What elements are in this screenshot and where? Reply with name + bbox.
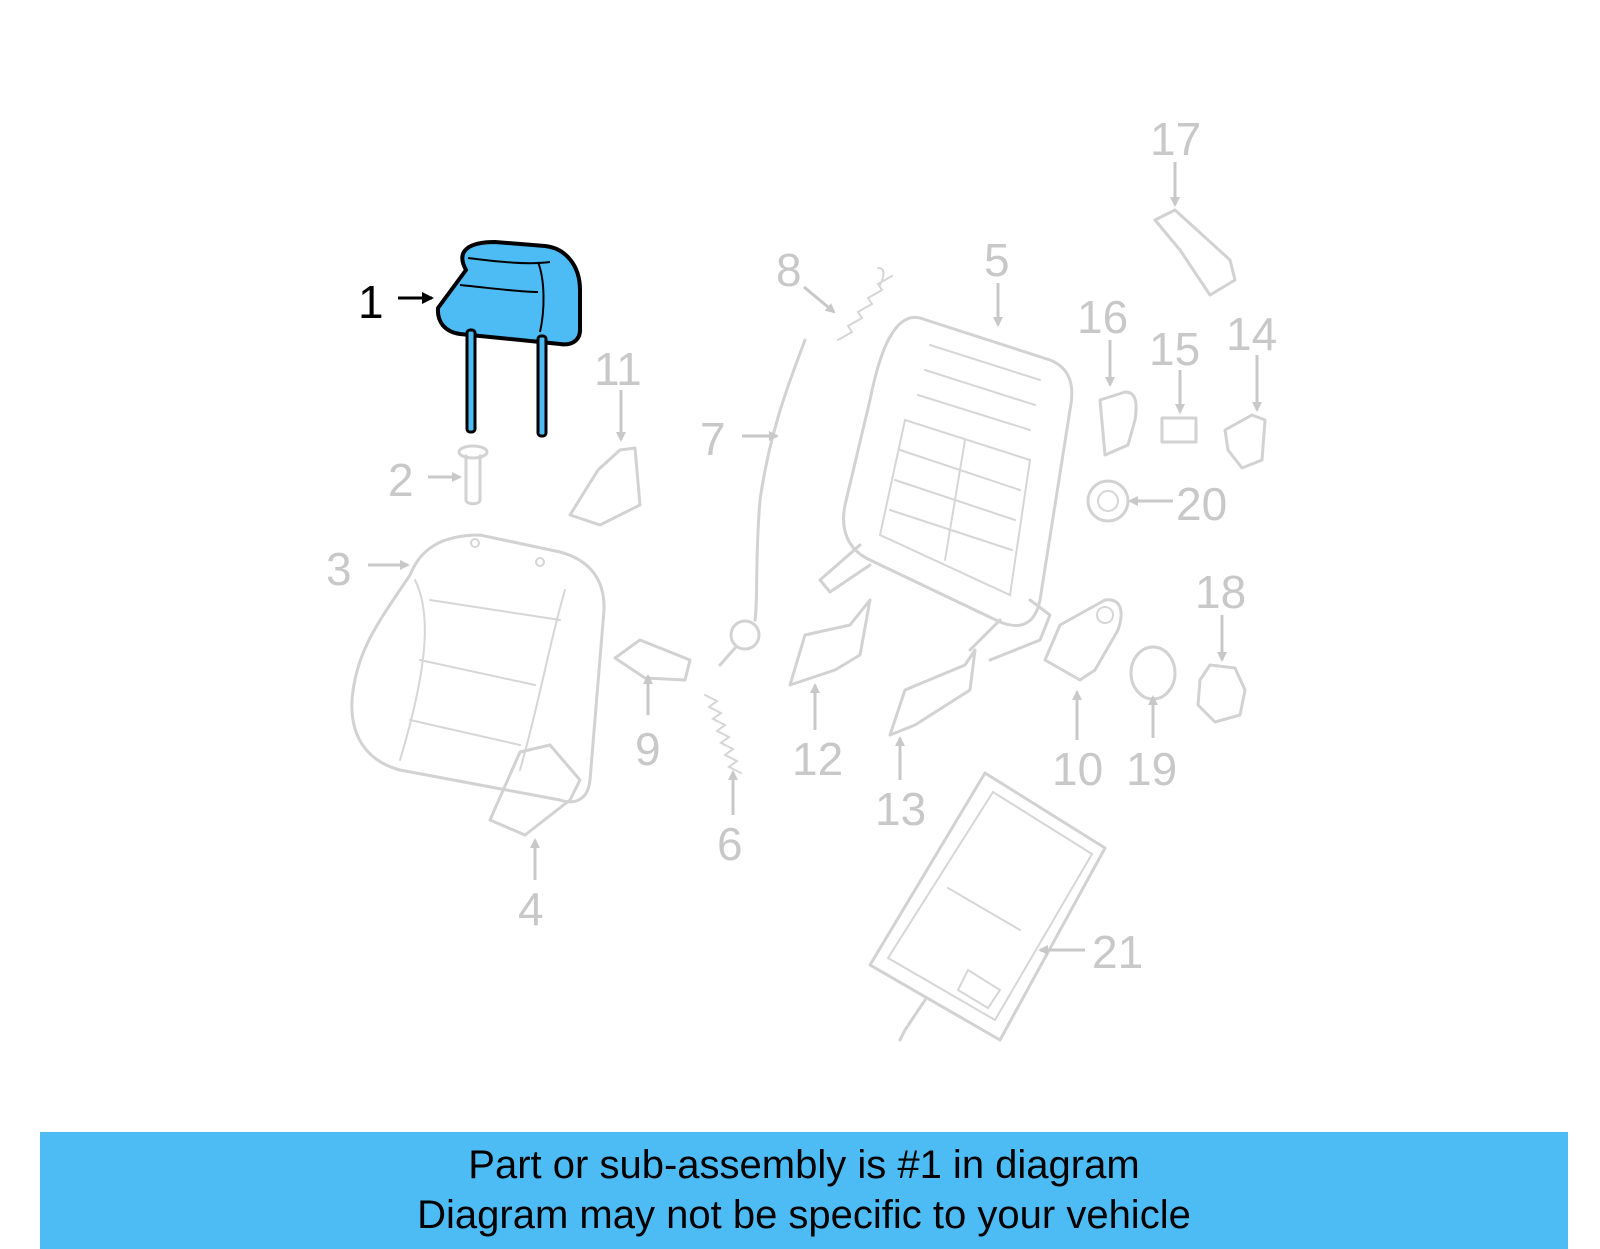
callout-16: 16 [1077,291,1128,343]
callout-20: 20 [1176,478,1227,530]
callout-3: 3 [326,543,352,595]
part-11-bracket [568,446,642,527]
part-3-seat-back-cover [350,533,606,804]
callout-13: 13 [875,783,926,835]
callout-labels: 1 2 3 4 5 6 7 8 9 10 11 12 13 14 15 16 1… [326,113,1277,978]
part-2-guide [457,444,489,506]
part-19-ring [1129,645,1177,701]
callout-21: 21 [1092,926,1143,978]
parts-diagram: 1 2 3 4 5 6 7 8 9 10 11 12 13 14 15 16 1… [326,113,1277,1042]
part-4-back-panel [488,743,582,837]
callout-11: 11 [594,343,642,395]
callout-10: 10 [1052,743,1103,795]
callout-6: 6 [717,818,743,870]
part-15-switch [1160,416,1198,444]
callout-18: 18 [1195,566,1246,618]
callout-12: 12 [792,733,843,785]
part-5-seat-back-frame [818,315,1074,662]
callout-19: 19 [1126,743,1177,795]
part-7-cable [718,338,807,667]
callout-4: 4 [518,883,544,935]
part-10-bracket [1043,598,1123,682]
part-6-spring [704,694,742,774]
callout-17: 17 [1150,113,1201,165]
info-banner: Part or sub-assembly is #1 in diagram Di… [40,1132,1568,1249]
part-17-trim [1153,208,1237,297]
part-14-knob [1223,413,1267,470]
callout-1: 1 [358,276,384,328]
part-12-side-panel [788,598,872,687]
banner-line-disclaimer: Diagram may not be specific to your vehi… [417,1193,1191,1237]
callout-8: 8 [776,244,802,296]
part-1-headrest[interactable] [435,240,582,438]
callout-14: 14 [1226,308,1277,360]
part-8-spring [837,267,893,341]
banner-line-part-number: Part or sub-assembly is #1 in diagram [468,1143,1140,1187]
part-21-heater-pad [868,771,1107,1042]
callout-15: 15 [1149,323,1200,375]
callout-2: 2 [388,454,414,506]
part-16-cover [1098,390,1138,457]
leader-lines [368,162,1262,955]
part-20-gear [1086,479,1130,523]
callout-9: 9 [635,723,661,775]
part-18-knob [1196,663,1247,724]
part-13-hinge [888,618,1002,737]
leader-8 [803,285,836,314]
part-9-clip [613,638,692,682]
callout-5: 5 [984,234,1010,286]
callout-7: 7 [700,413,726,465]
